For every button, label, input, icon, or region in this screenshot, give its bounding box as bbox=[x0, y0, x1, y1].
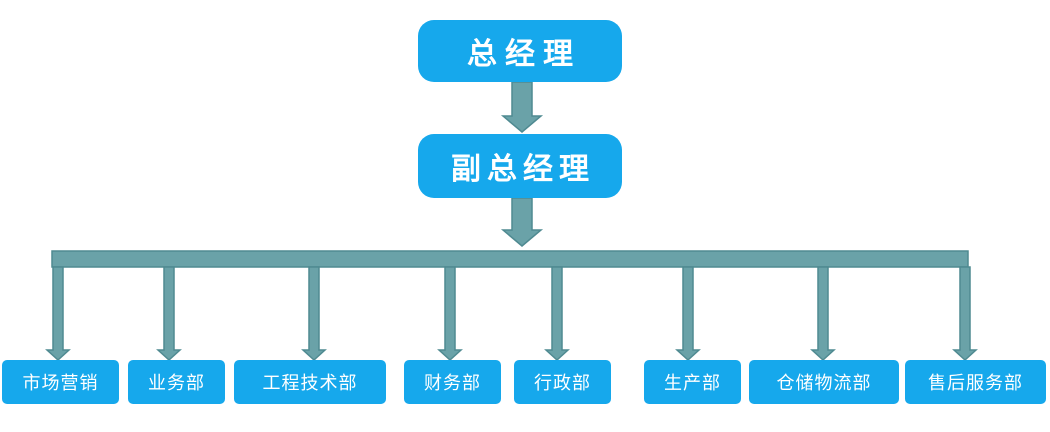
connector-dept-7 bbox=[952, 266, 978, 362]
general-manager-box: 总经理 bbox=[418, 20, 622, 82]
department-label: 售后服务部 bbox=[928, 373, 1023, 394]
connector-dept-0 bbox=[45, 266, 71, 362]
general-manager-label: 总经理 bbox=[467, 37, 581, 72]
department-label: 仓储物流部 bbox=[776, 373, 872, 394]
department-box-engineering: 工程技术部 bbox=[234, 360, 386, 404]
department-box-business: 业务部 bbox=[128, 360, 225, 404]
department-connectors bbox=[45, 266, 978, 362]
department-box-administration: 行政部 bbox=[514, 360, 611, 404]
department-label: 工程技术部 bbox=[262, 373, 358, 394]
department-label: 业务部 bbox=[148, 373, 205, 394]
deputy-general-manager-label: 副总经理 bbox=[451, 152, 595, 187]
department-label: 行政部 bbox=[534, 373, 591, 394]
connector-dept-1 bbox=[156, 266, 182, 362]
deputy-general-manager-box: 副总经理 bbox=[418, 134, 622, 198]
connector-dept-5 bbox=[675, 266, 701, 362]
department-box-warehouse-logistics: 仓储物流部 bbox=[749, 360, 899, 404]
connector-dept-2 bbox=[301, 266, 327, 362]
department-box-marketing: 市场营销 bbox=[2, 360, 119, 404]
horizontal-distribution-bar bbox=[51, 250, 969, 268]
connector-dept-3 bbox=[437, 266, 463, 362]
department-label: 财务部 bbox=[424, 373, 481, 394]
connector-arrow-top-to-deputy bbox=[500, 81, 544, 133]
department-box-finance: 财务部 bbox=[404, 360, 501, 404]
connector-arrow-deputy-to-bar bbox=[500, 197, 544, 247]
department-box-after-sales: 售后服务部 bbox=[905, 360, 1046, 404]
connector-dept-6 bbox=[810, 266, 836, 362]
connector-dept-4 bbox=[544, 266, 570, 362]
department-label: 市场营销 bbox=[22, 373, 99, 394]
department-box-production: 生产部 bbox=[644, 360, 741, 404]
department-label: 生产部 bbox=[664, 373, 721, 394]
